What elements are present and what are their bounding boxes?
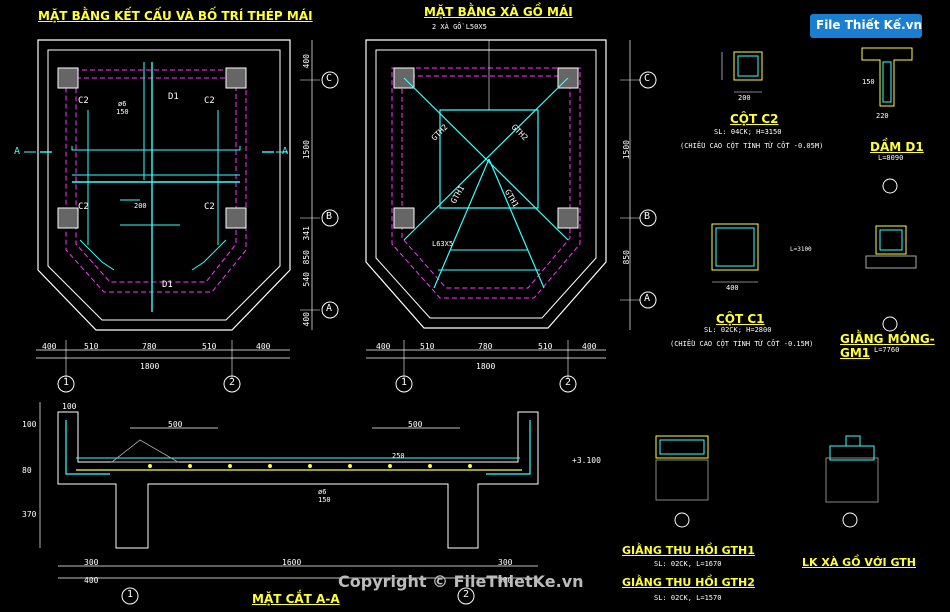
- rebar-phi6-1: ø6: [118, 100, 127, 108]
- dim-r-1500: 1500: [302, 140, 311, 160]
- label-c2-tr: C2: [204, 96, 215, 106]
- logo: File Thiết Kế.vn: [810, 14, 922, 38]
- sec-dim-300-b: 300: [498, 558, 513, 567]
- sec-dim-500-b: 500: [408, 420, 423, 429]
- sec-150: 150: [318, 496, 331, 504]
- level-mark: +3.100: [572, 456, 601, 465]
- dim-510-d: 510: [538, 342, 553, 351]
- grid-2-left: 2: [229, 377, 236, 388]
- col-c1-title: CỘT C1: [716, 312, 765, 326]
- col-c2-title: CỘT C2: [730, 112, 779, 126]
- lk-title: LK XÀ GỒ VỚI GTH: [802, 556, 916, 569]
- dim-total-a: 1800: [140, 362, 160, 371]
- grid-2-section: 2: [463, 589, 470, 600]
- grid-1-left: 1: [63, 377, 70, 388]
- l-mark: L=3100: [790, 246, 812, 253]
- grid-1-right: 1: [401, 377, 408, 388]
- dim-510-b: 510: [202, 342, 217, 351]
- dim-510-c: 510: [420, 342, 435, 351]
- grid-b-right: B: [644, 211, 651, 222]
- label-d1-bottom: D1: [162, 280, 173, 290]
- dim-400-d: 400: [582, 342, 597, 351]
- dim-r2-1500: 1500: [622, 140, 631, 160]
- logo-text: File Thiết Kế.vn: [816, 18, 922, 32]
- beam-d1-detail: [861, 47, 913, 107]
- gth2-sl: SL: 02CK, L=1570: [654, 594, 722, 602]
- grid-a-right: A: [644, 293, 651, 304]
- gth1-sl: SL: 02CK, L=1670: [654, 560, 722, 568]
- beam-d1-len: L=8090: [878, 154, 904, 162]
- rebar-200-1: 200: [134, 202, 147, 210]
- dim-400-a: 400: [42, 342, 57, 351]
- grid-c-left: C: [326, 73, 333, 84]
- purlin-plan: [365, 39, 640, 378]
- section-mark-left: A: [14, 146, 21, 157]
- beam-d1-title: DẦM D1: [870, 140, 924, 154]
- grid-a-left: A: [326, 303, 333, 314]
- rebar-150-1: 150: [116, 108, 129, 116]
- label-c2-bl: C2: [78, 202, 89, 212]
- watermark: Copyright © FileThietKe.vn: [338, 572, 584, 591]
- col-c1-detail: [711, 223, 759, 283]
- sec-dim-1600: 1600: [282, 558, 302, 567]
- gm1-len: L=7760: [874, 346, 900, 354]
- label-c2-br: C2: [204, 202, 215, 212]
- col-c1-note: (CHIỀU CAO CỘT TÍNH TỪ CỐT -0.15M): [670, 340, 814, 348]
- dim-r2-850: 850: [622, 250, 631, 265]
- dim-r-400b: 400: [302, 312, 311, 327]
- sec-dim-100: 100: [22, 420, 37, 429]
- col-c2-detail: [721, 51, 763, 93]
- dim-780-c: 780: [478, 342, 493, 351]
- dim-400-b: 400: [256, 342, 271, 351]
- sec-dim-400-b: 400: [498, 576, 513, 585]
- col-c2-note: (CHIỀU CAO CỘT TÍNH TỪ CỐT -0.05M): [680, 142, 824, 150]
- dim-r-341: 341: [302, 226, 311, 241]
- section-a-a: [39, 402, 539, 579]
- roof-plan: [24, 39, 320, 378]
- gm1-title: GIẰNG MÓNG-GM1: [840, 332, 935, 360]
- gth1-title: GIẰNG THU HỒI GTH1: [622, 544, 755, 557]
- label-d1-top: D1: [168, 92, 179, 102]
- c2-dim-200: 200: [738, 94, 751, 102]
- gm1-detail: [865, 178, 917, 332]
- grid-1-section: 1: [127, 589, 134, 600]
- col-c2-sl: SL: 04CK; H=3150: [714, 128, 782, 136]
- section-mark-right: A: [282, 146, 289, 157]
- purlin-label: 2 XÀ GỒ L50X5: [432, 23, 487, 31]
- section-rebar-dots: [148, 464, 472, 468]
- dim-r-540: 540: [302, 272, 311, 287]
- gth-detail: [655, 435, 709, 528]
- grid-bubbles: [57, 71, 657, 605]
- lk-detail: [825, 435, 879, 528]
- purlin-plan-title: MẶT BẰNG XÀ GỒ MÁI: [424, 5, 573, 19]
- sec-dim-100-top: 100: [62, 402, 77, 411]
- dim-total-b: 1800: [476, 362, 496, 371]
- dim-r-850: 850: [302, 250, 311, 265]
- label-c2-tl: C2: [78, 96, 89, 106]
- section-title: MẶT CẮT A-A: [252, 592, 340, 606]
- sec-dim-300-a: 300: [84, 558, 99, 567]
- d1-dim-220: 220: [876, 112, 889, 120]
- dim-r-400: 400: [302, 54, 311, 69]
- l63-label: L63X5: [432, 240, 454, 248]
- roof-plan-title: MẶT BẰNG KẾT CẤU VÀ BỐ TRÍ THÉP MÁI: [38, 9, 313, 23]
- sec-dim-370: 370: [22, 510, 37, 519]
- sec-dim-500-a: 500: [168, 420, 183, 429]
- grid-c-right: C: [644, 73, 651, 84]
- d1-dim-150: 150: [862, 78, 875, 86]
- dim-400-c: 400: [376, 342, 391, 351]
- grid-b-left: B: [326, 211, 333, 222]
- sec-phi6: ø6: [318, 488, 327, 496]
- gth2-title: GIẰNG THU HỒI GTH2: [622, 576, 755, 589]
- grid-2-right: 2: [565, 377, 572, 388]
- c1-dim-400: 400: [726, 284, 739, 292]
- col-c1-sl: SL: 02CK; H=2800: [704, 326, 772, 334]
- dim-510-a: 510: [84, 342, 99, 351]
- sec-250: 250: [392, 452, 405, 460]
- sec-dim-80: 80: [22, 466, 32, 475]
- sec-dim-400-a: 400: [84, 576, 99, 585]
- dim-780-a: 780: [142, 342, 157, 351]
